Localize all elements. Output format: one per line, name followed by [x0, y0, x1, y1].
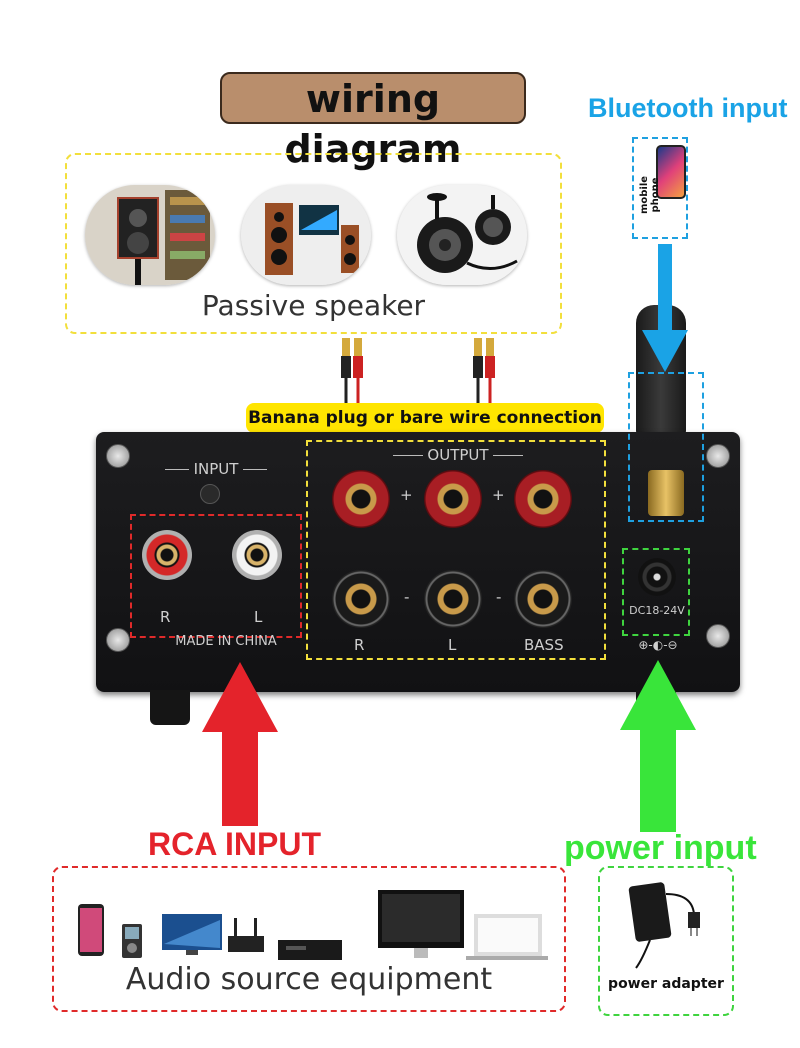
rca-arrow-icon — [202, 662, 278, 826]
speaker-photo-3 — [397, 185, 527, 285]
output-l-negative-post[interactable] — [424, 570, 482, 628]
screw-icon — [706, 624, 730, 648]
screw-icon — [106, 444, 130, 468]
mobile-phone-label: mobile phone — [639, 175, 661, 215]
power-adapter-box: power adapter — [598, 866, 734, 1016]
output-r-negative-post[interactable] — [332, 570, 390, 628]
output-section-label: OUTPUT — [427, 446, 489, 464]
screw-icon — [106, 628, 130, 652]
mobile-phone-icon — [656, 145, 686, 199]
rca-input-box: R L — [130, 514, 302, 638]
dc-voltage-label: DC18-24V — [629, 604, 685, 617]
speaker-photo-1 — [85, 185, 215, 285]
passive-speaker-label: Passive speaker — [201, 289, 426, 322]
polarity-label: ⊕-◐-⊖ — [638, 638, 678, 652]
power-adapter-label: power adapter — [608, 976, 724, 992]
made-in-label: MADE IN CHINA — [175, 634, 277, 649]
antenna-box — [628, 372, 704, 522]
rca-jack-left[interactable] — [232, 530, 282, 580]
screw-icon — [706, 444, 730, 468]
banana-plugs-icon — [341, 338, 495, 410]
passive-speaker-box: Passive speaker — [65, 153, 562, 334]
power-adapter-icon — [628, 882, 700, 969]
power-arrow-icon — [620, 660, 696, 832]
output-bass-negative-post[interactable] — [514, 570, 572, 628]
output-bass-label: BASS — [524, 636, 564, 654]
rca-r-label: R — [160, 608, 171, 626]
plus-label: + — [492, 486, 505, 504]
bluetooth-phone-box: mobile phone — [632, 137, 688, 239]
bluetooth-input-label: Bluetooth input — [588, 93, 788, 123]
speaker-photo-2 — [241, 185, 371, 285]
satellite-speaker-icon — [397, 185, 527, 285]
output-l-positive-post[interactable] — [424, 470, 482, 528]
output-l-label: L — [448, 636, 457, 654]
amplifier-panel: INPUT R L MADE IN CHINA OUTPUT + + - - R… — [96, 372, 740, 692]
bookshelf-speaker-icon — [85, 185, 215, 285]
rca-l-label: L — [254, 608, 263, 626]
audio-devices-icon — [78, 890, 548, 960]
minus-label: - — [404, 588, 410, 606]
ground-screw-icon — [200, 484, 220, 504]
plus-label: + — [400, 486, 413, 504]
input-section-label: INPUT — [193, 460, 239, 478]
amp-foot — [150, 690, 190, 725]
antenna-connector-icon — [648, 470, 684, 516]
output-r-label: R — [354, 636, 365, 654]
dc-input-box: DC18-24V — [622, 548, 690, 636]
diagram-title: wiring diagram — [220, 72, 526, 171]
minus-label: - — [496, 588, 502, 606]
audio-source-label: Audio source equipment — [125, 962, 493, 997]
banana-plug-label: Banana plug or bare wire connection — [246, 403, 604, 433]
output-bass-positive-post[interactable] — [514, 470, 572, 528]
output-box: OUTPUT + + - - R L BASS — [306, 440, 606, 660]
output-r-positive-post[interactable] — [332, 470, 390, 528]
audio-source-box: Audio source equipment — [52, 866, 566, 1012]
power-input-label: power input — [564, 829, 757, 867]
dc-jack-icon[interactable] — [638, 558, 676, 596]
rca-input-label: RCA INPUT — [148, 826, 322, 862]
floor-speaker-icon — [241, 185, 371, 285]
rca-jack-right[interactable] — [142, 530, 192, 580]
bluetooth-arrow-icon — [642, 244, 688, 372]
